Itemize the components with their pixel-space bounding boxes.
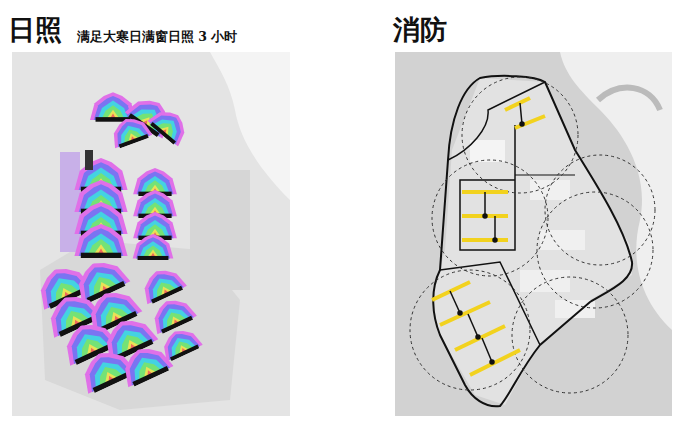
sunlight-map	[12, 52, 290, 416]
panel-subtitle: 满足大寒日满窗日照 3 小时	[77, 29, 237, 45]
fire-access-map	[395, 52, 672, 416]
panel-heading: 消防	[393, 14, 447, 46]
panel-heading: 日照	[8, 14, 62, 46]
map-panel: 日照满足大寒日满窗日照 3 小时	[0, 0, 300, 420]
map-panel: 消防	[383, 0, 683, 420]
